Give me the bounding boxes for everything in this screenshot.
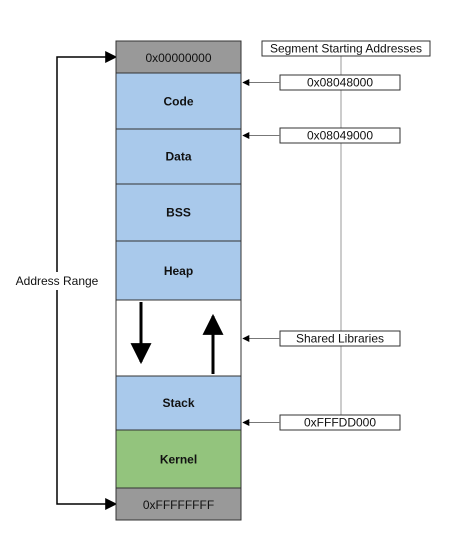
bss-segment [115,183,242,242]
address-range-bracket-top [56,51,118,282]
address-range-label: Address Range [16,274,99,288]
data-segment-label: Data [165,150,191,164]
code-segment-label: Code [164,95,194,109]
data-segment [115,128,242,185]
heap-segment-label: Heap [164,264,193,278]
bss-segment-label: BSS [166,206,191,220]
top-address-label: 0x00000000 [145,51,211,65]
kernel-segment-label: Kernel [160,453,197,467]
callout-data-start-label: 0x08049000 [307,129,373,143]
free-gap-segment [115,299,242,377]
legend-title-box [261,40,431,57]
heap-segment [115,240,242,301]
callout-code-start-label: 0x08048000 [307,76,373,90]
callout-shared-libraries-label: Shared Libraries [296,332,384,346]
bottom-address-label: 0xFFFFFFFF [143,498,214,512]
callout-stack-start-label: 0xFFFDD000 [304,416,376,430]
stack-segment-label: Stack [162,396,194,410]
kernel-segment [115,429,242,489]
address-range-bracket-bottom [56,282,118,510]
bottom-address-cap [115,487,242,521]
top-address-cap [115,40,242,74]
address-range-label-bg [12,272,102,290]
legend-title: Segment Starting Addresses [270,42,422,56]
